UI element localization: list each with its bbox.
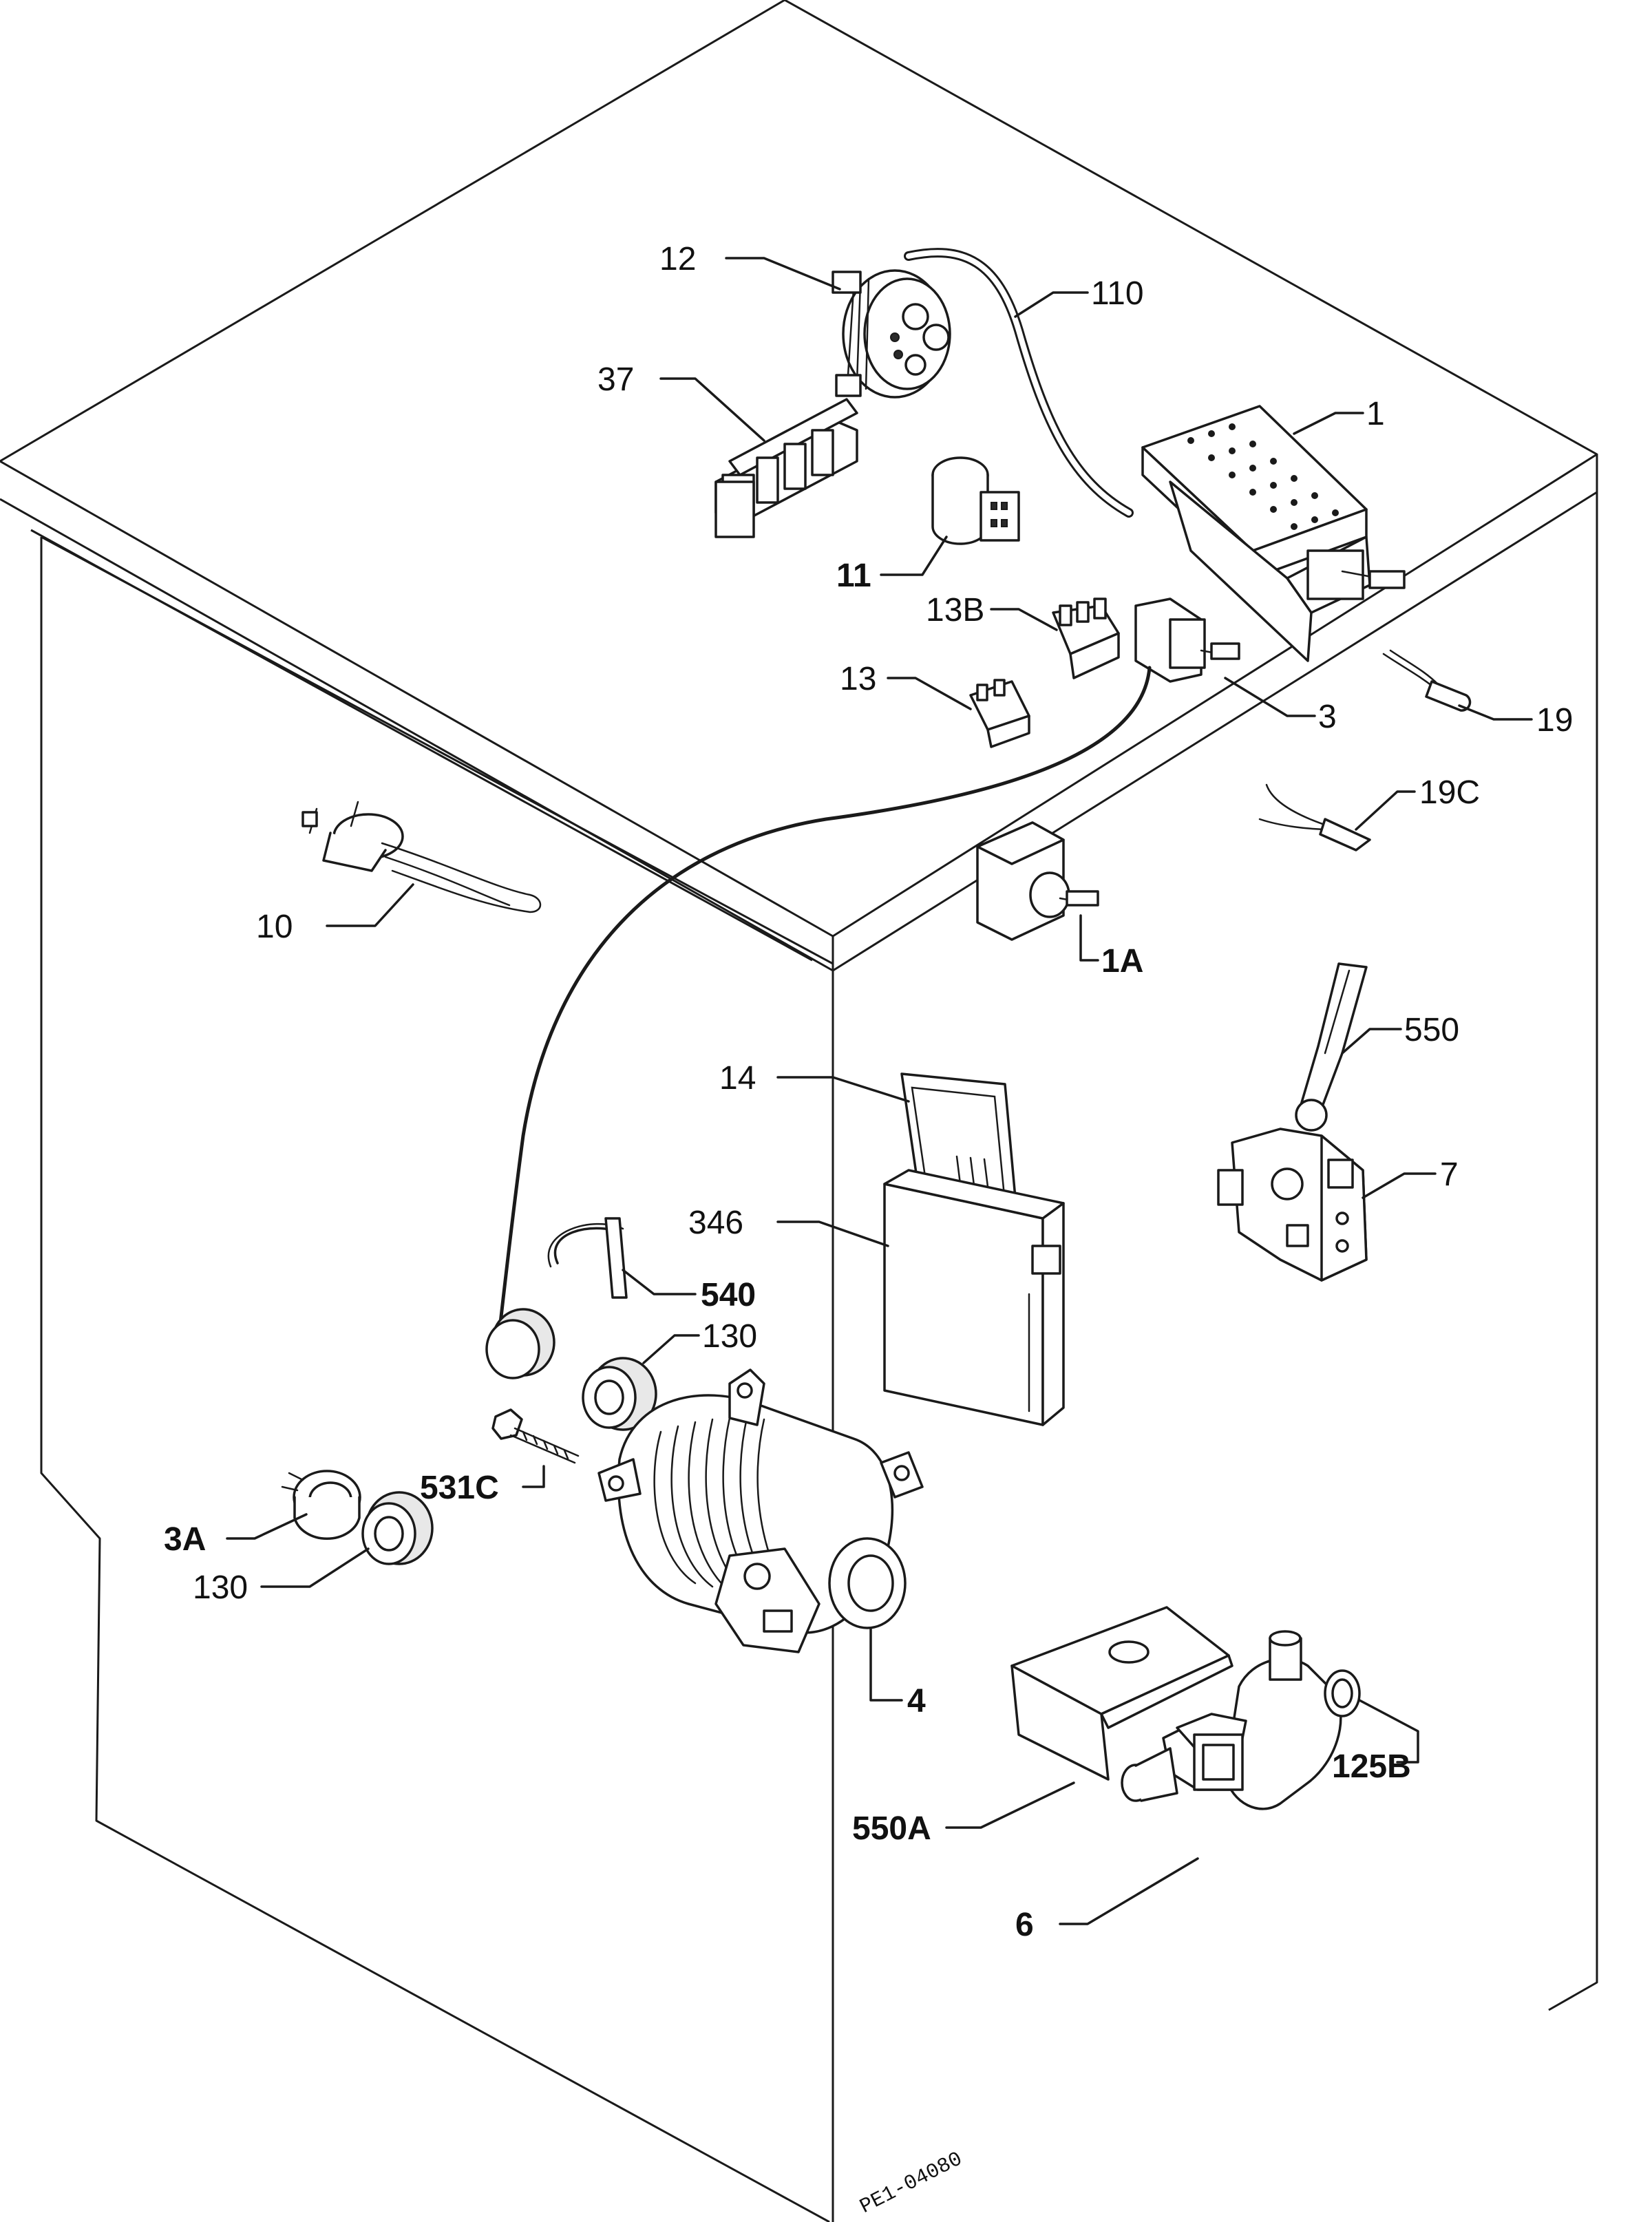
leader-3 bbox=[1224, 677, 1316, 717]
valve-6 bbox=[1121, 1630, 1342, 1810]
label-10: 10 bbox=[256, 909, 293, 945]
leader-346 bbox=[776, 1220, 889, 1247]
leader-37 bbox=[659, 377, 765, 442]
leader-110 bbox=[1014, 291, 1089, 318]
label-13: 13 bbox=[840, 661, 876, 697]
label-37: 37 bbox=[597, 361, 634, 398]
label-3: 3 bbox=[1318, 699, 1337, 735]
ring-125b bbox=[1324, 1669, 1361, 1717]
label-346: 346 bbox=[688, 1205, 743, 1241]
label-6: 6 bbox=[1015, 1907, 1034, 1943]
terminal-block-37 bbox=[714, 398, 858, 538]
label-7: 7 bbox=[1440, 1156, 1459, 1193]
door-lever-550 bbox=[1295, 962, 1368, 1132]
block-550a bbox=[1010, 1606, 1233, 1781]
cabinet-outline bbox=[0, 0, 1598, 2222]
pressure-hose-110 bbox=[904, 248, 1134, 518]
screw-531c bbox=[491, 1408, 580, 1464]
label-1a: 1A bbox=[1101, 943, 1143, 980]
sensor-19 bbox=[1382, 649, 1472, 712]
door-lock-7 bbox=[1217, 1128, 1368, 1282]
label-531c: 531C bbox=[420, 1470, 499, 1506]
label-1: 1 bbox=[1366, 396, 1385, 432]
leader-1a bbox=[1079, 914, 1099, 962]
leader-3a bbox=[226, 1513, 308, 1540]
capacitor-11 bbox=[931, 456, 1020, 545]
cabinet-right-side bbox=[1548, 492, 1598, 2011]
connector-13b bbox=[1052, 597, 1120, 679]
leader-4 bbox=[869, 1627, 903, 1702]
label-4: 4 bbox=[907, 1683, 926, 1720]
leader-130-upper bbox=[642, 1334, 700, 1364]
leader-13b bbox=[990, 608, 1058, 631]
label-550: 550 bbox=[1404, 1012, 1459, 1048]
leader-10 bbox=[326, 883, 414, 927]
cabinet-left-side bbox=[40, 537, 830, 2222]
label-11: 11 bbox=[836, 558, 871, 594]
label-19c: 19C bbox=[1419, 774, 1480, 811]
leader-7 bbox=[1362, 1172, 1437, 1199]
label-550a: 550A bbox=[852, 1810, 931, 1847]
sensor-19c bbox=[1258, 783, 1371, 851]
label-130-upper: 130 bbox=[702, 1318, 757, 1355]
thermostat-3a bbox=[281, 1470, 361, 1540]
label-19: 19 bbox=[1536, 702, 1573, 739]
leader-125b bbox=[1358, 1699, 1419, 1764]
connector-13 bbox=[969, 679, 1030, 748]
drawing-reference: PE1-04080 bbox=[856, 2148, 966, 2219]
box-346 bbox=[883, 1169, 1065, 1426]
grommet-130-lower bbox=[361, 1491, 434, 1565]
clip-540 bbox=[547, 1217, 628, 1299]
leader-6 bbox=[1059, 1857, 1199, 1925]
leader-13 bbox=[887, 677, 972, 710]
part-labels: 12 110 37 1 11 13B 13 3 19 19C 10 1A 550… bbox=[164, 241, 1573, 1943]
programme-timer-1 bbox=[1141, 405, 1406, 662]
label-540: 540 bbox=[701, 1277, 756, 1313]
leader-1 bbox=[1293, 412, 1364, 435]
grommet-wire-end bbox=[485, 1308, 555, 1379]
leader-12 bbox=[725, 257, 841, 290]
pump-motor-4 bbox=[597, 1368, 924, 1653]
leader-11 bbox=[880, 536, 948, 576]
leader-19 bbox=[1458, 704, 1533, 721]
label-3a: 3A bbox=[164, 1521, 206, 1558]
leader-lines bbox=[226, 257, 1533, 1925]
switch-3-wire bbox=[494, 666, 1152, 1365]
label-110: 110 bbox=[1091, 275, 1144, 312]
leader-531c bbox=[522, 1465, 545, 1488]
selector-switch-1a bbox=[976, 821, 1099, 941]
grommet-130-upper bbox=[582, 1357, 657, 1431]
label-130-lower: 130 bbox=[193, 1569, 248, 1606]
leader-14 bbox=[776, 1076, 910, 1103]
switch-3 bbox=[494, 597, 1240, 1365]
label-125b: 125B bbox=[1332, 1748, 1411, 1785]
leader-550 bbox=[1341, 1028, 1402, 1055]
pressure-switch-12 bbox=[832, 269, 951, 399]
leader-550a bbox=[945, 1781, 1075, 1829]
label-14: 14 bbox=[719, 1060, 756, 1097]
leader-19c bbox=[1355, 790, 1416, 831]
leader-540 bbox=[622, 1269, 697, 1295]
label-13b: 13B bbox=[926, 592, 984, 628]
leader-130-lower bbox=[260, 1547, 370, 1588]
heating-element-10 bbox=[301, 801, 542, 913]
label-12: 12 bbox=[659, 241, 696, 277]
